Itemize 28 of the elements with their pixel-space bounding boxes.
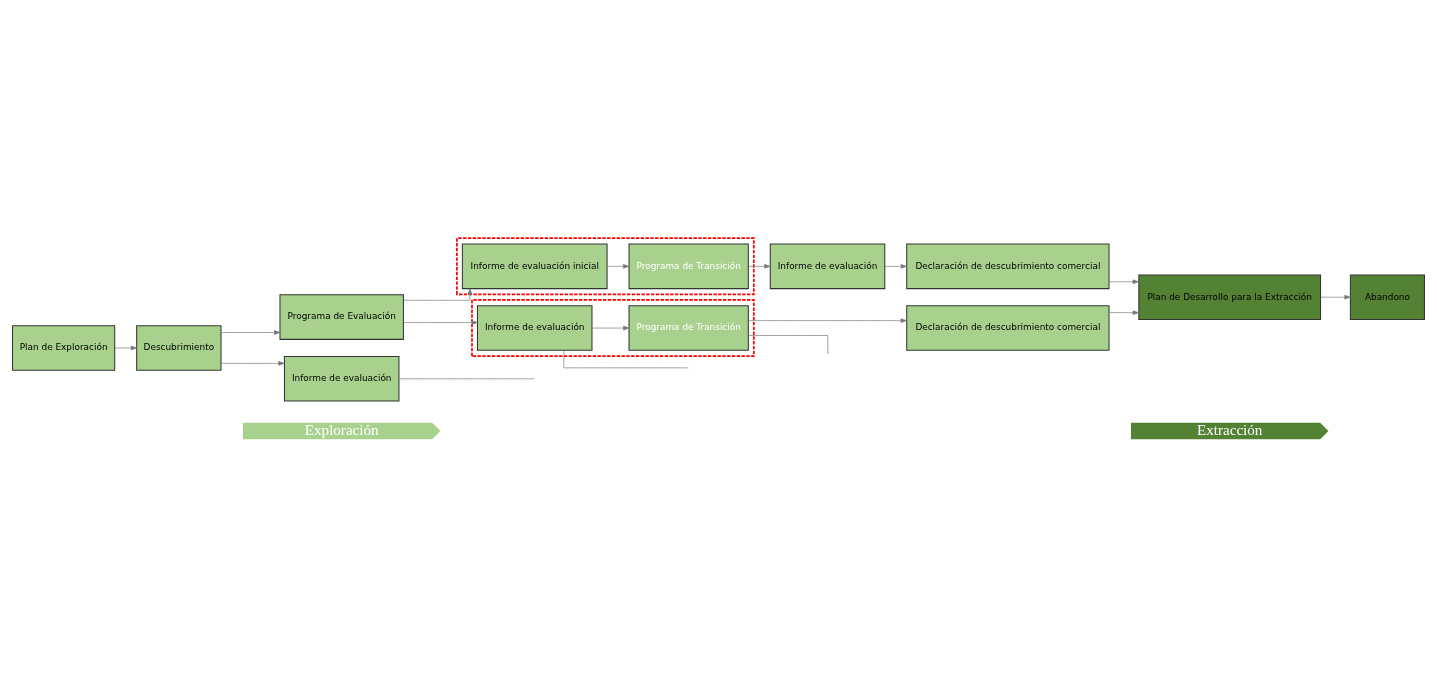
- node-box: Informe de evaluación: [769, 243, 886, 289]
- arrow: [748, 317, 907, 323]
- node-box: Informe de evaluación: [283, 355, 400, 402]
- node-box: Abandono: [1349, 273, 1425, 320]
- arrow: [403, 319, 478, 325]
- arrow: [220, 329, 281, 335]
- arrow: [114, 345, 137, 350]
- arrow: [1108, 309, 1139, 315]
- arrow: [1108, 279, 1139, 284]
- arrow: [748, 263, 771, 269]
- connector: [748, 334, 829, 354]
- arrow: [1320, 294, 1351, 299]
- node-box: Declaración de descubrimiento comercial: [906, 243, 1110, 289]
- node-box: Programa de Transición: [628, 304, 749, 351]
- arrow: [606, 263, 630, 269]
- node-box: Programa de Evaluación: [279, 293, 404, 340]
- node-box: Plan de Exploración: [12, 324, 116, 371]
- connector: [398, 377, 535, 379]
- node-box: Informe de evaluación: [476, 304, 593, 351]
- arrow: [884, 263, 907, 269]
- node-box: Programa de Transición: [628, 243, 749, 289]
- node-box: Plan de Desarrollo para la Extracción: [1138, 273, 1322, 320]
- arrow: [591, 325, 630, 330]
- arrow: [220, 360, 285, 366]
- arrow: [403, 287, 473, 301]
- node-box: Informe de evaluación inicial: [461, 243, 608, 289]
- node-box: Descubrimiento: [136, 324, 222, 371]
- node-box: Declaración de descubrimiento comercial: [906, 304, 1110, 351]
